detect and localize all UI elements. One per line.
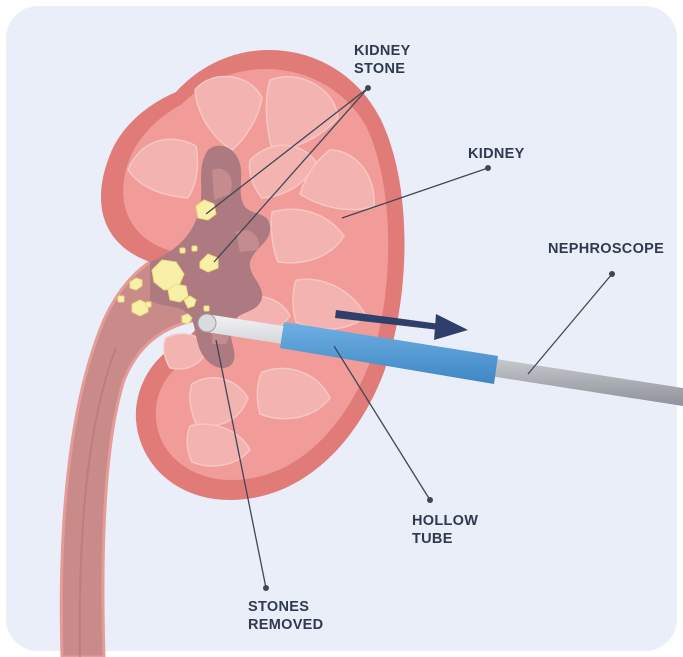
label-stones-removed: STONES REMOVED bbox=[248, 598, 323, 634]
label-nephroscope: NEPHROSCOPE bbox=[548, 240, 664, 258]
label-hollow-tube: HOLLOW TUBE bbox=[412, 512, 478, 548]
label-kidney: KIDNEY bbox=[468, 145, 525, 163]
label-kidney-stone: KIDNEY STONE bbox=[354, 42, 411, 78]
